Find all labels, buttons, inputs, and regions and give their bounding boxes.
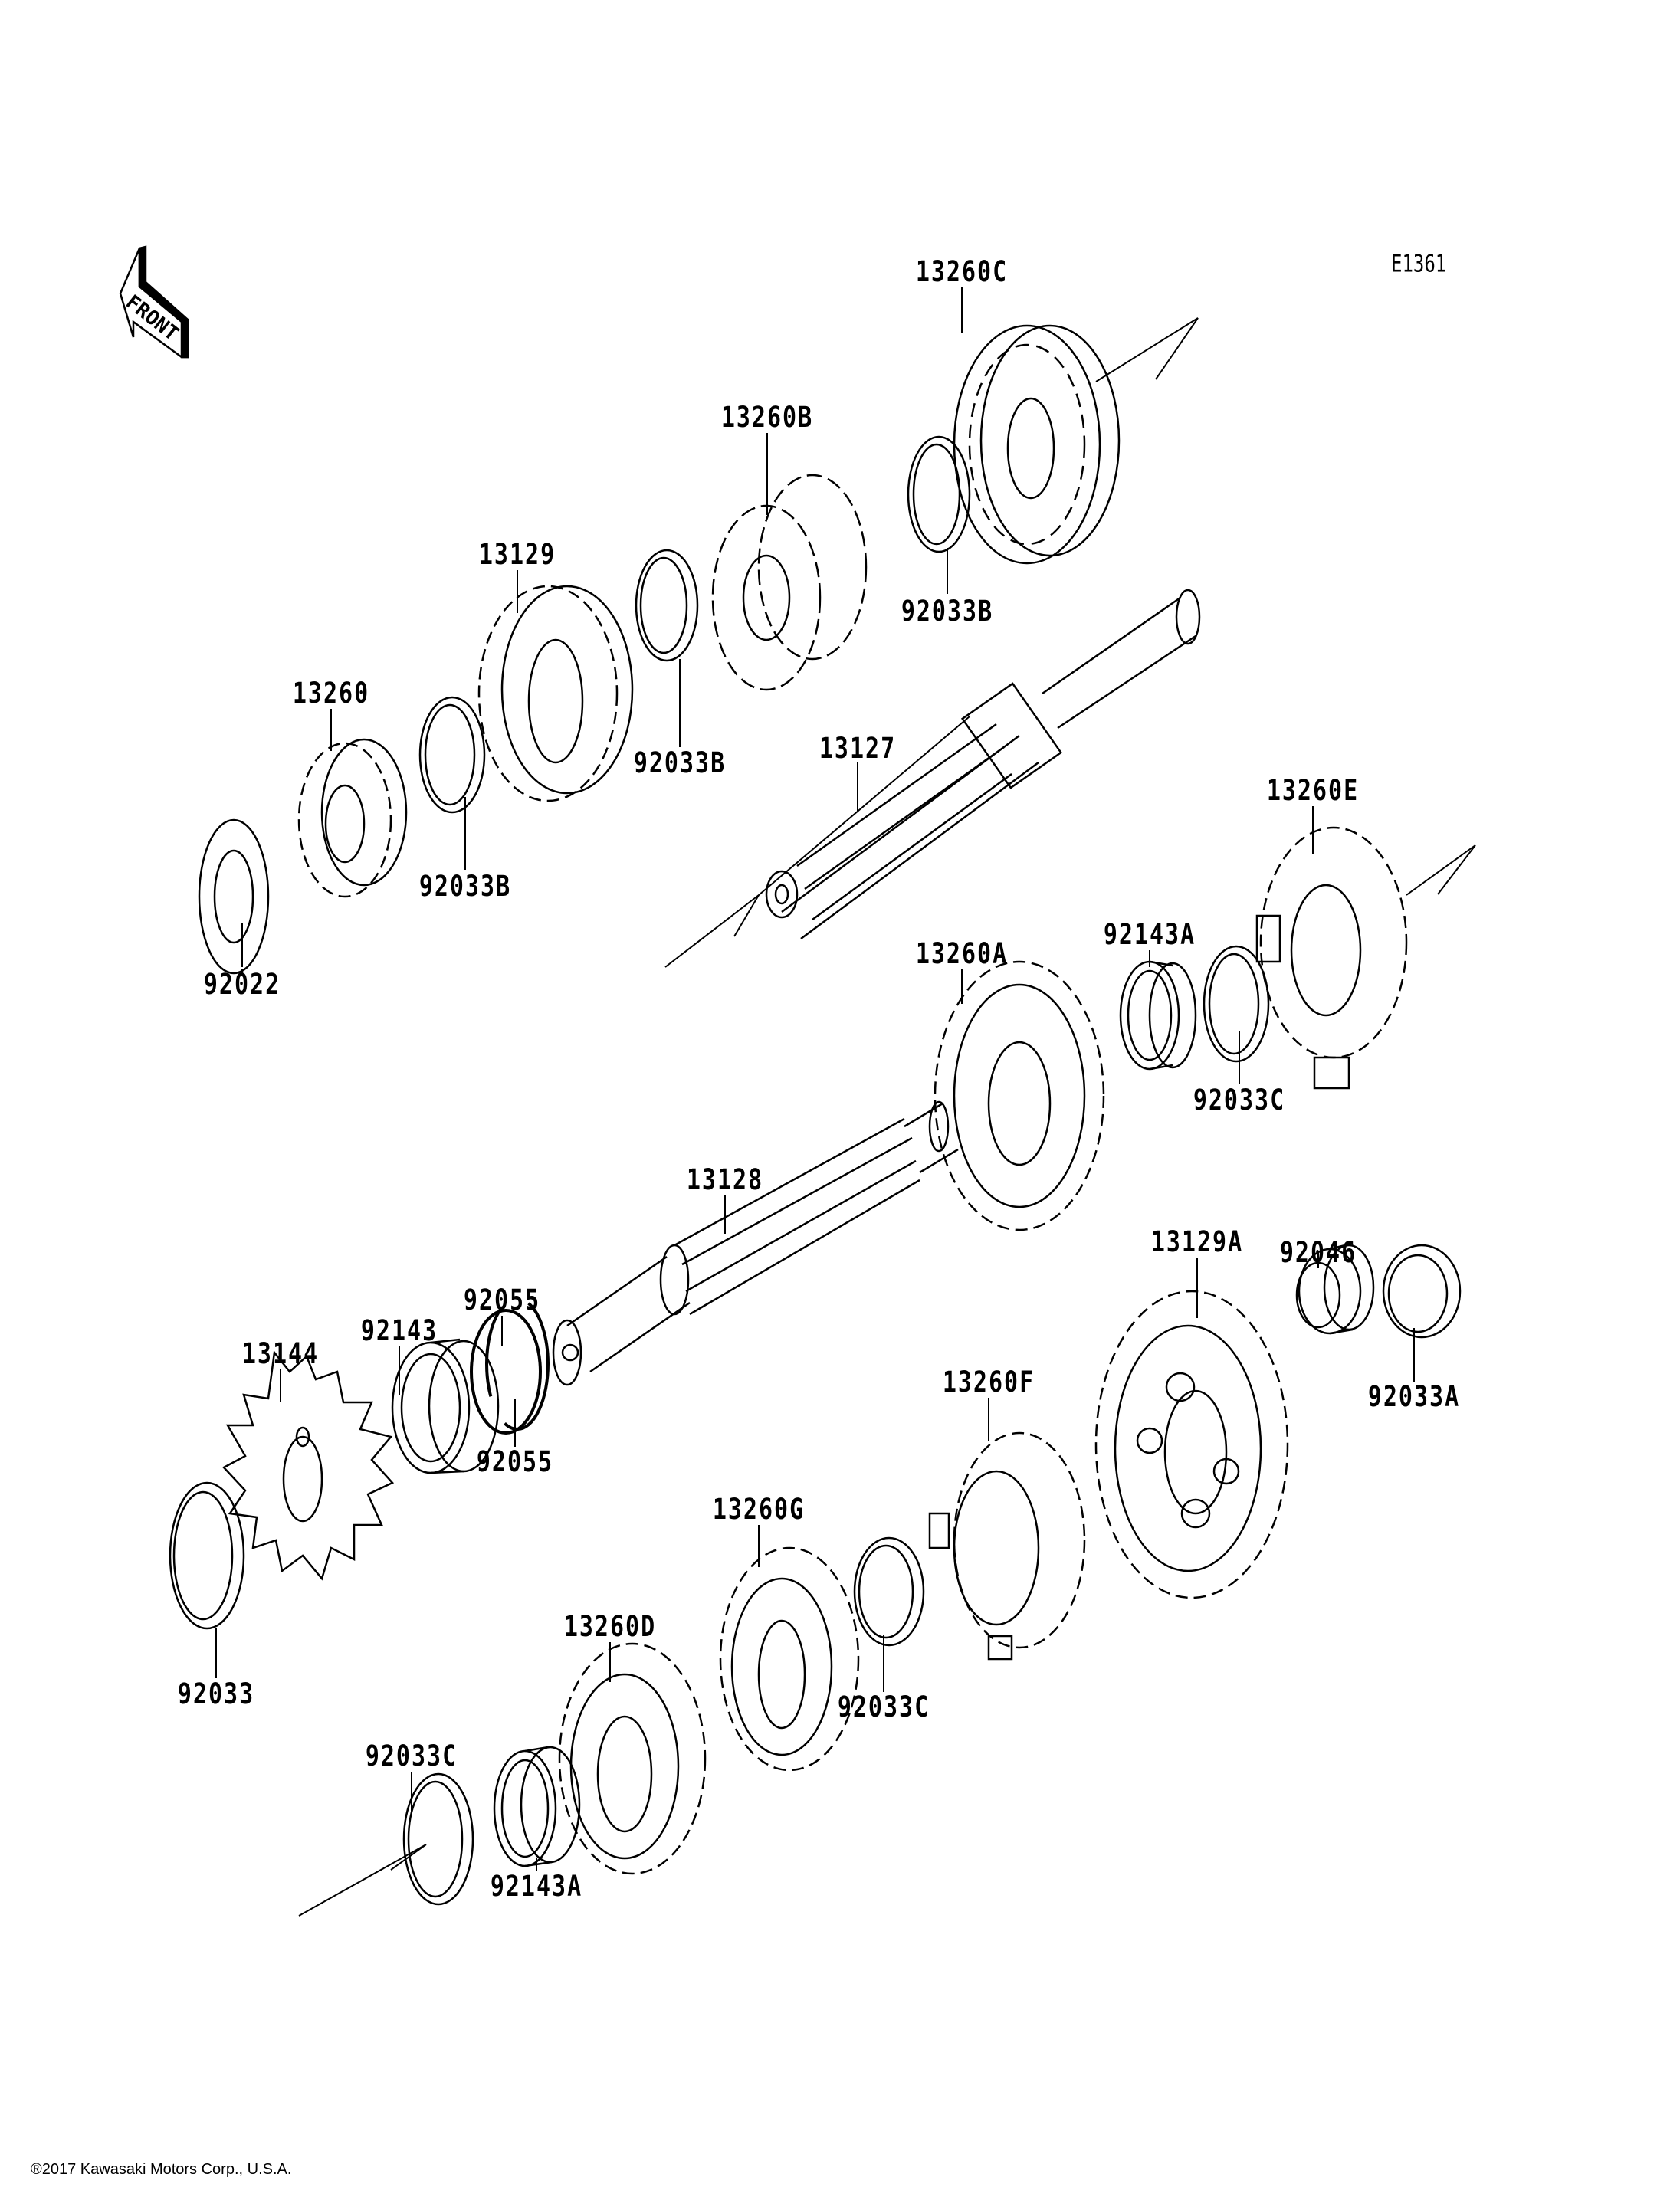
part-label-13129A[interactable]: 13129A (1150, 1225, 1244, 1259)
part-label-13260[interactable]: 13260 (292, 677, 370, 710)
bushing-92143A-b[interactable] (493, 1746, 581, 1867)
part-label-92033B[interactable]: 92033B (901, 595, 994, 628)
gear-13260[interactable] (297, 738, 408, 898)
part-label-13260G[interactable]: 13260G (712, 1493, 806, 1526)
circlip-92033A[interactable] (1382, 1244, 1462, 1339)
part-label-92033C[interactable]: 92033C (1193, 1084, 1286, 1117)
part-label-92055[interactable]: 92055 (463, 1284, 541, 1317)
part-label-92033B[interactable]: 92033B (418, 870, 512, 903)
diagram-code: E1361 (1391, 249, 1447, 278)
part-label-92046[interactable]: 92046 (1279, 1236, 1357, 1270)
part-label-92022[interactable]: 92022 (203, 968, 281, 1002)
axis-lines (298, 317, 1476, 1917)
shaft-13127[interactable] (765, 589, 1201, 940)
part-label-13260E[interactable]: 13260E (1266, 774, 1360, 808)
part-label-92033C[interactable]: 92033C (837, 1690, 930, 1724)
o-ring-92055[interactable] (470, 1297, 550, 1435)
part-label-92143A[interactable]: 92143A (1103, 918, 1196, 952)
bushing-92143A-a[interactable] (1119, 960, 1197, 1071)
washer-92022[interactable] (198, 818, 270, 975)
gear-13260G[interactable] (719, 1546, 860, 1772)
shaft-13128[interactable] (552, 1100, 959, 1386)
gear-13129[interactable] (477, 585, 634, 802)
part-label-92033C[interactable]: 92033C (365, 1740, 458, 1773)
part-label-92033A[interactable]: 92033A (1367, 1380, 1461, 1414)
gear-13260C[interactable] (953, 324, 1121, 565)
sprocket-13144[interactable] (221, 1349, 395, 1581)
gear-13129A[interactable] (1094, 1290, 1289, 1599)
part-label-92143[interactable]: 92143 (360, 1314, 438, 1348)
part-label-92033B[interactable]: 92033B (633, 746, 727, 780)
circlip-92033B-c[interactable] (418, 696, 486, 814)
leader-lines (215, 287, 1415, 1871)
gear-13260B[interactable] (711, 474, 868, 691)
part-label-13127[interactable]: 13127 (819, 732, 897, 766)
gear-13260D[interactable] (558, 1642, 707, 1875)
circlip-92033B-b[interactable] (635, 549, 699, 662)
copyright-text: ®2017 Kawasaki Motors Corp., U.S.A. (31, 2161, 292, 2178)
collar-92143[interactable] (391, 1338, 500, 1474)
part-label-92055[interactable]: 92055 (476, 1445, 554, 1479)
part-label-13260F[interactable]: 13260F (942, 1366, 1035, 1399)
part-label-13260A[interactable]: 13260A (915, 937, 1009, 971)
part-label-13260D[interactable]: 13260D (563, 1610, 657, 1644)
part-label-13144[interactable]: 13144 (241, 1337, 320, 1371)
circlip-92033C-c[interactable] (402, 1772, 474, 1906)
gear-13260A[interactable] (934, 960, 1105, 1231)
circlip-92033C-a[interactable] (1203, 945, 1270, 1063)
needle-bearing-92046[interactable] (1295, 1244, 1375, 1335)
gear-13260F[interactable] (928, 1431, 1086, 1661)
part-label-92143A[interactable]: 92143A (490, 1870, 583, 1904)
part-label-92033[interactable]: 92033 (177, 1677, 255, 1711)
circlip-92033B-a[interactable] (907, 435, 971, 553)
part-label-13260C[interactable]: 13260C (915, 255, 1009, 289)
gear-13260E[interactable] (1255, 826, 1408, 1090)
circlip-92033C-b[interactable] (853, 1536, 925, 1647)
part-label-13128[interactable]: 13128 (686, 1163, 764, 1197)
part-label-13260B[interactable]: 13260B (720, 401, 814, 434)
circlip-92033[interactable] (169, 1481, 245, 1630)
front-arrow-icon: FRONT (119, 245, 189, 359)
part-label-13129[interactable]: 13129 (478, 538, 556, 572)
